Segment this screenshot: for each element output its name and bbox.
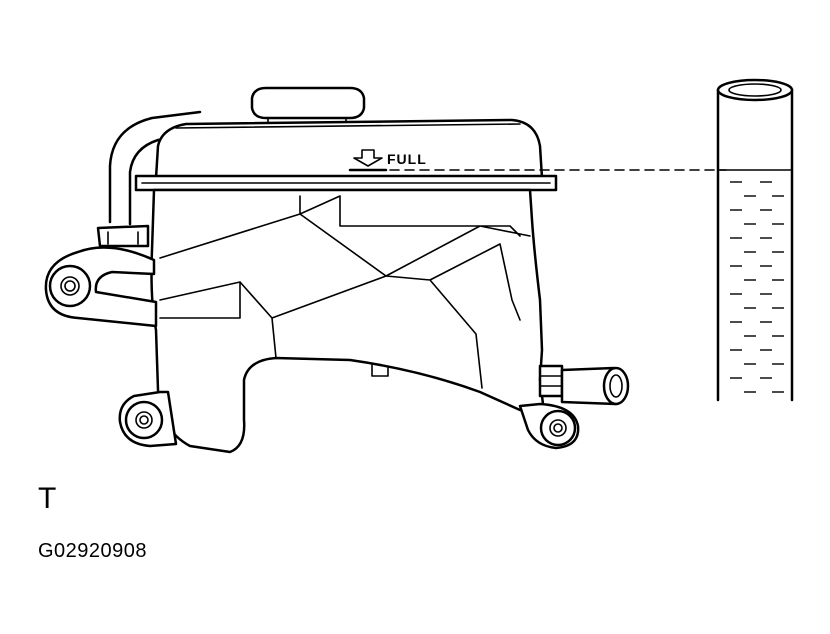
full-level-mark: FULL: [348, 149, 427, 172]
level-seam: [134, 174, 558, 192]
down-arrow-icon: [353, 149, 383, 167]
tank-upper-shell: [154, 118, 544, 180]
figure-code: G02920908: [38, 540, 148, 562]
inlet-pipe: [96, 110, 202, 248]
full-level-label: FULL: [387, 151, 427, 167]
lower-right-mount: [518, 402, 580, 450]
lower-left-mount: [118, 390, 178, 448]
filler-cap: [250, 86, 366, 125]
liquid-fill-dashes: [730, 181, 784, 393]
tank-lower-body: [150, 188, 546, 454]
left-mount-bracket: [44, 246, 158, 328]
level-sight-tube: [716, 78, 794, 402]
caption-letter: T: [38, 482, 57, 515]
outlet-pipe: [538, 364, 630, 406]
